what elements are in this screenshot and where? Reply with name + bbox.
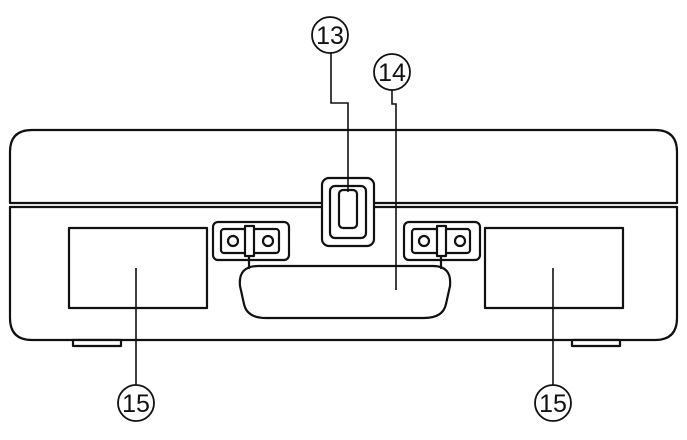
speaker-right-grille [483,226,625,310]
callout-13-label: 13 [316,22,344,50]
leader-13 [330,53,349,192]
callout-15-left-label: 15 [122,390,150,418]
case-base [8,205,679,342]
callout-14-label: 14 [378,59,406,87]
right-hinge-bracket [402,220,482,270]
foot-right [570,338,622,348]
foot-left [71,338,123,348]
leader-14 [391,90,397,290]
callout-13: 13 [311,16,349,54]
case-body [8,128,679,348]
callout-14: 14 [373,53,411,91]
callout-15-right-label: 15 [539,390,567,418]
carry-handle [238,264,452,320]
left-hinge-bracket [211,220,291,270]
case-lid [8,128,679,205]
speaker-left-grille [67,226,209,310]
callout-15-right: 15 [534,384,572,422]
callout-15-left: 15 [117,384,155,422]
